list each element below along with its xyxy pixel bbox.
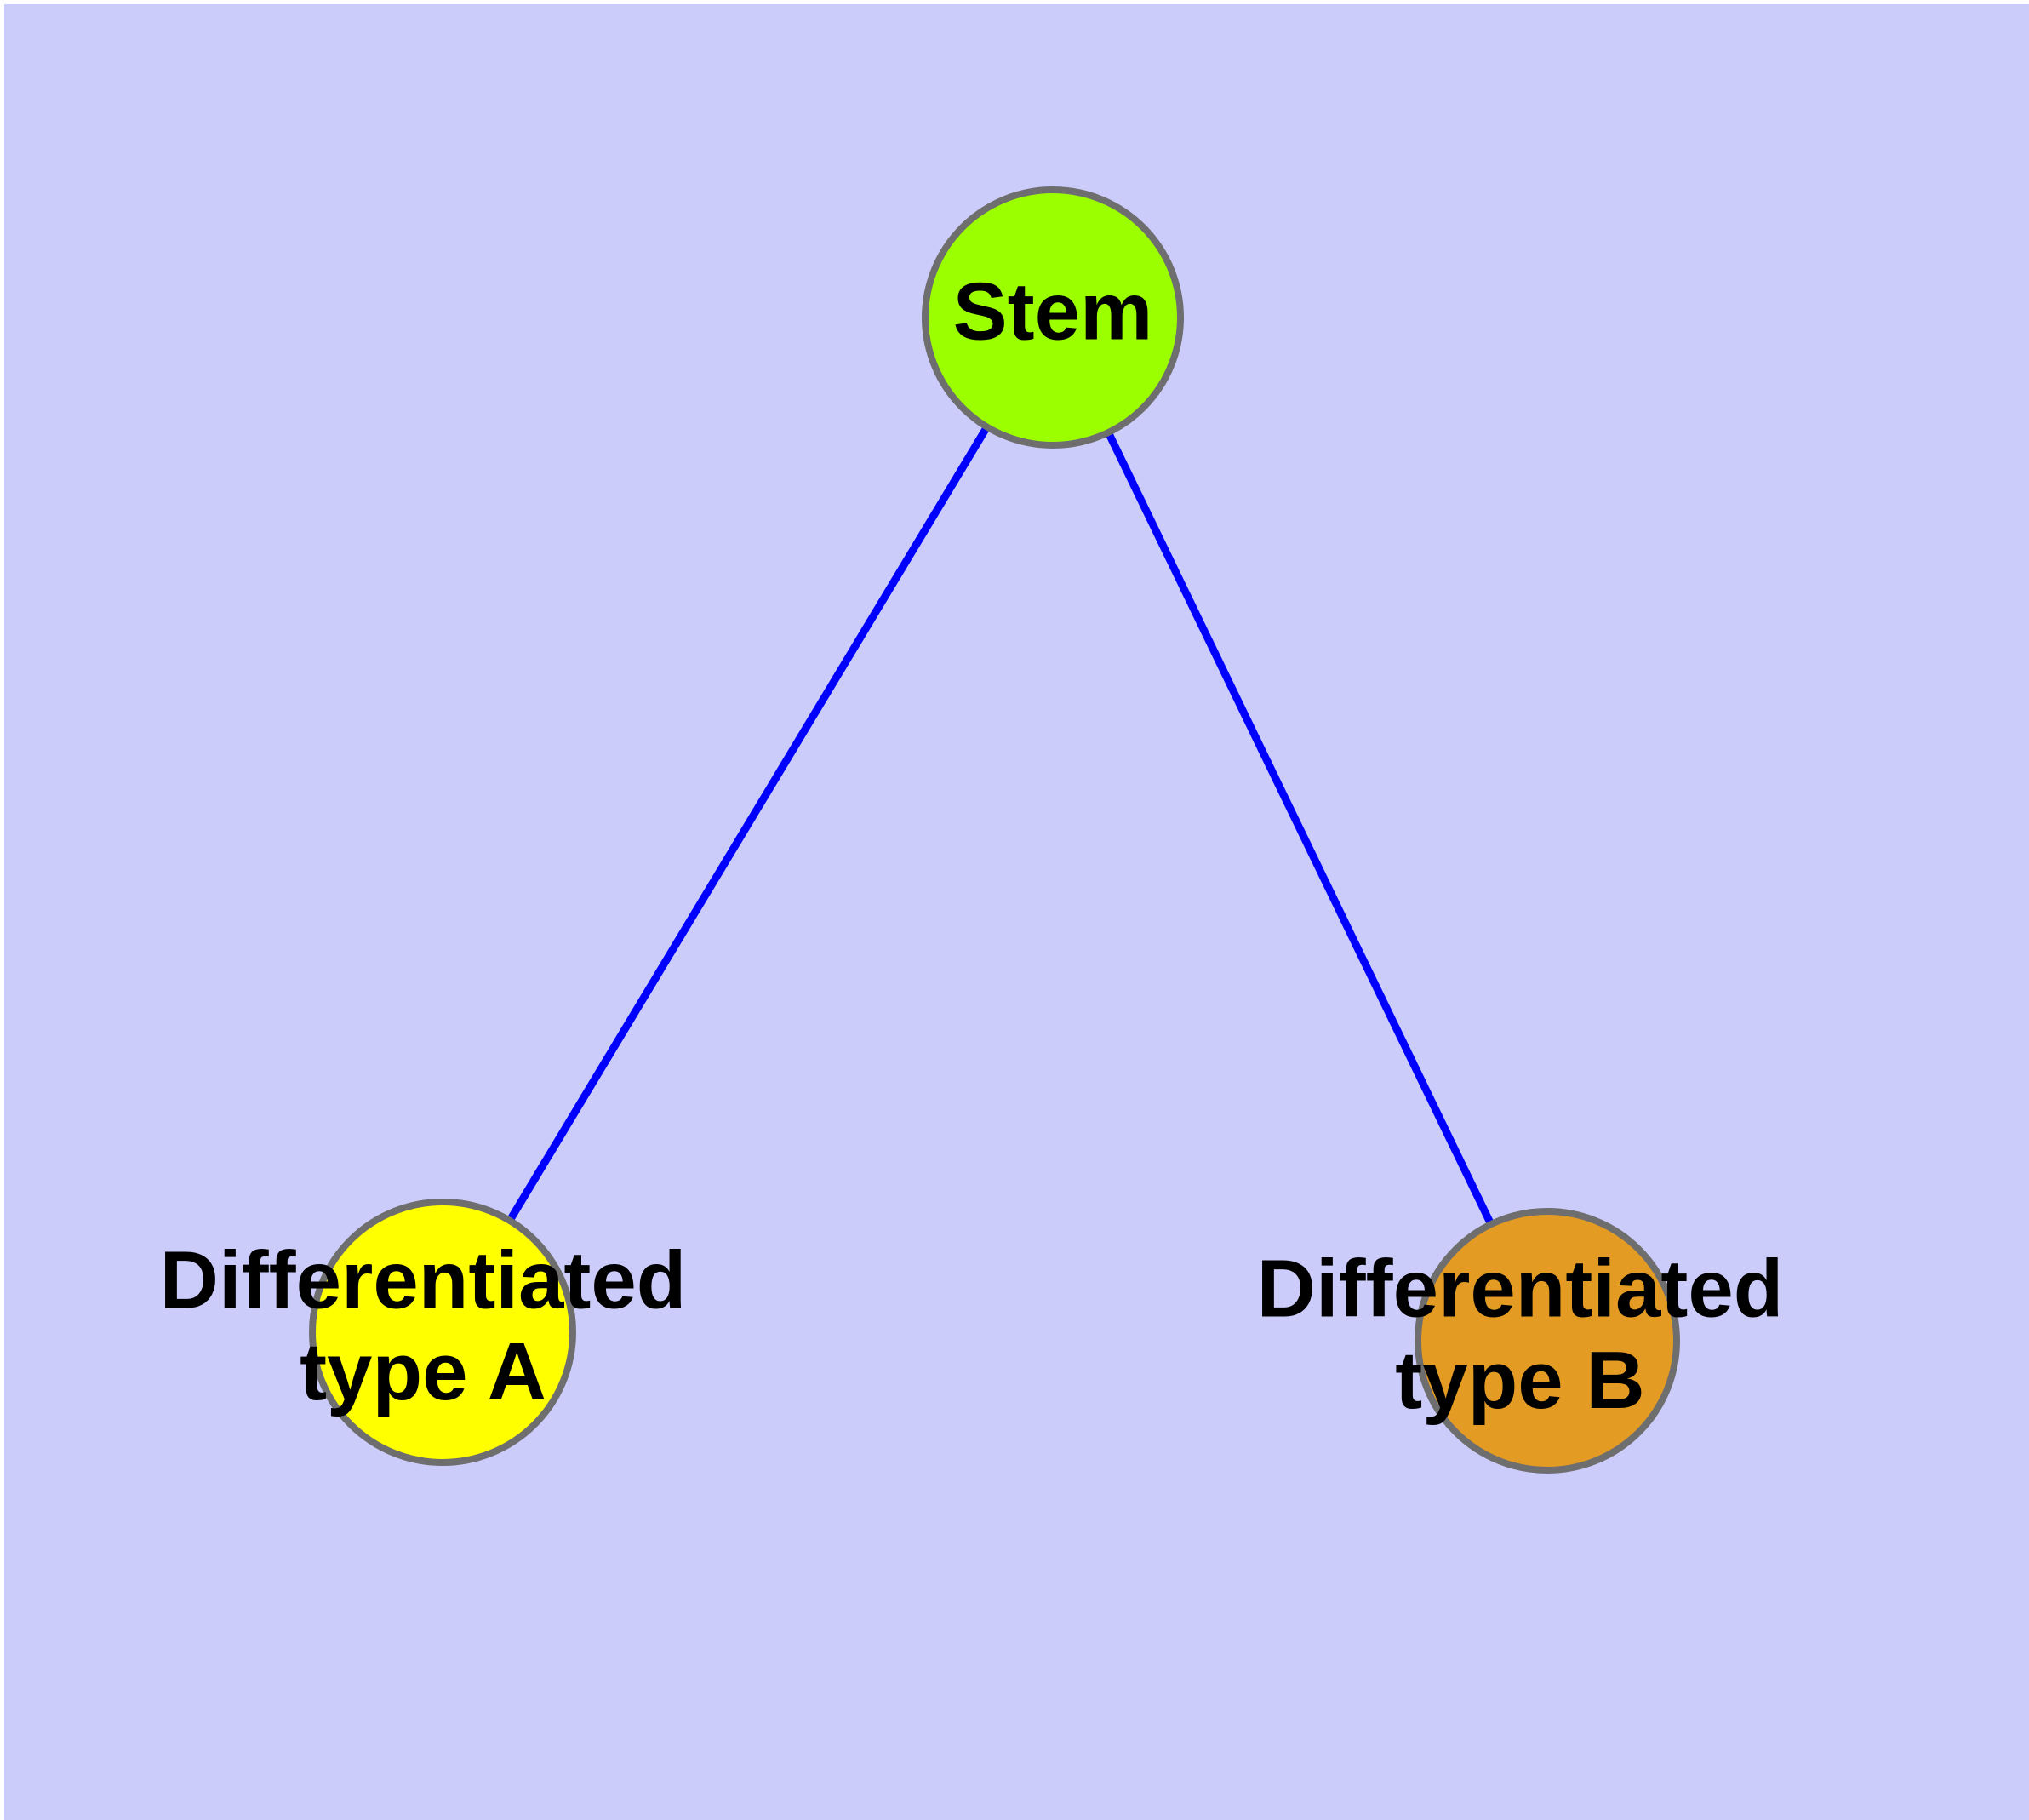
nodes-layer: Stem Differentiated type A Differentiate… (160, 186, 1784, 1474)
node-differentiated-type-a-circle[interactable] (309, 1199, 576, 1466)
node-stem-circle[interactable] (922, 186, 1184, 449)
edge-stem-to-differentiated-type-a[interactable] (439, 315, 1056, 1335)
node-stem-label-line1: Stem (953, 266, 1153, 357)
edge-stem-to-differentiated-type-b[interactable] (1049, 316, 1552, 1342)
edges-layer (439, 315, 1552, 1342)
node-differentiated-type-a[interactable]: Differentiated type A (160, 1199, 687, 1466)
node-differentiated-type-b-circle[interactable] (1415, 1208, 1680, 1474)
node-differentiated-type-b[interactable]: Differentiated type B (1257, 1208, 1784, 1474)
node-stem[interactable]: Stem (922, 186, 1184, 449)
node-differentiated-type-b-label-line1: Differentiated (1257, 1244, 1784, 1335)
node-differentiated-type-a-label-line2: type A (300, 1326, 546, 1417)
node-differentiated-type-a-label-line1: Differentiated (160, 1235, 687, 1326)
node-differentiated-type-b-label-line2: type B (1395, 1335, 1644, 1426)
